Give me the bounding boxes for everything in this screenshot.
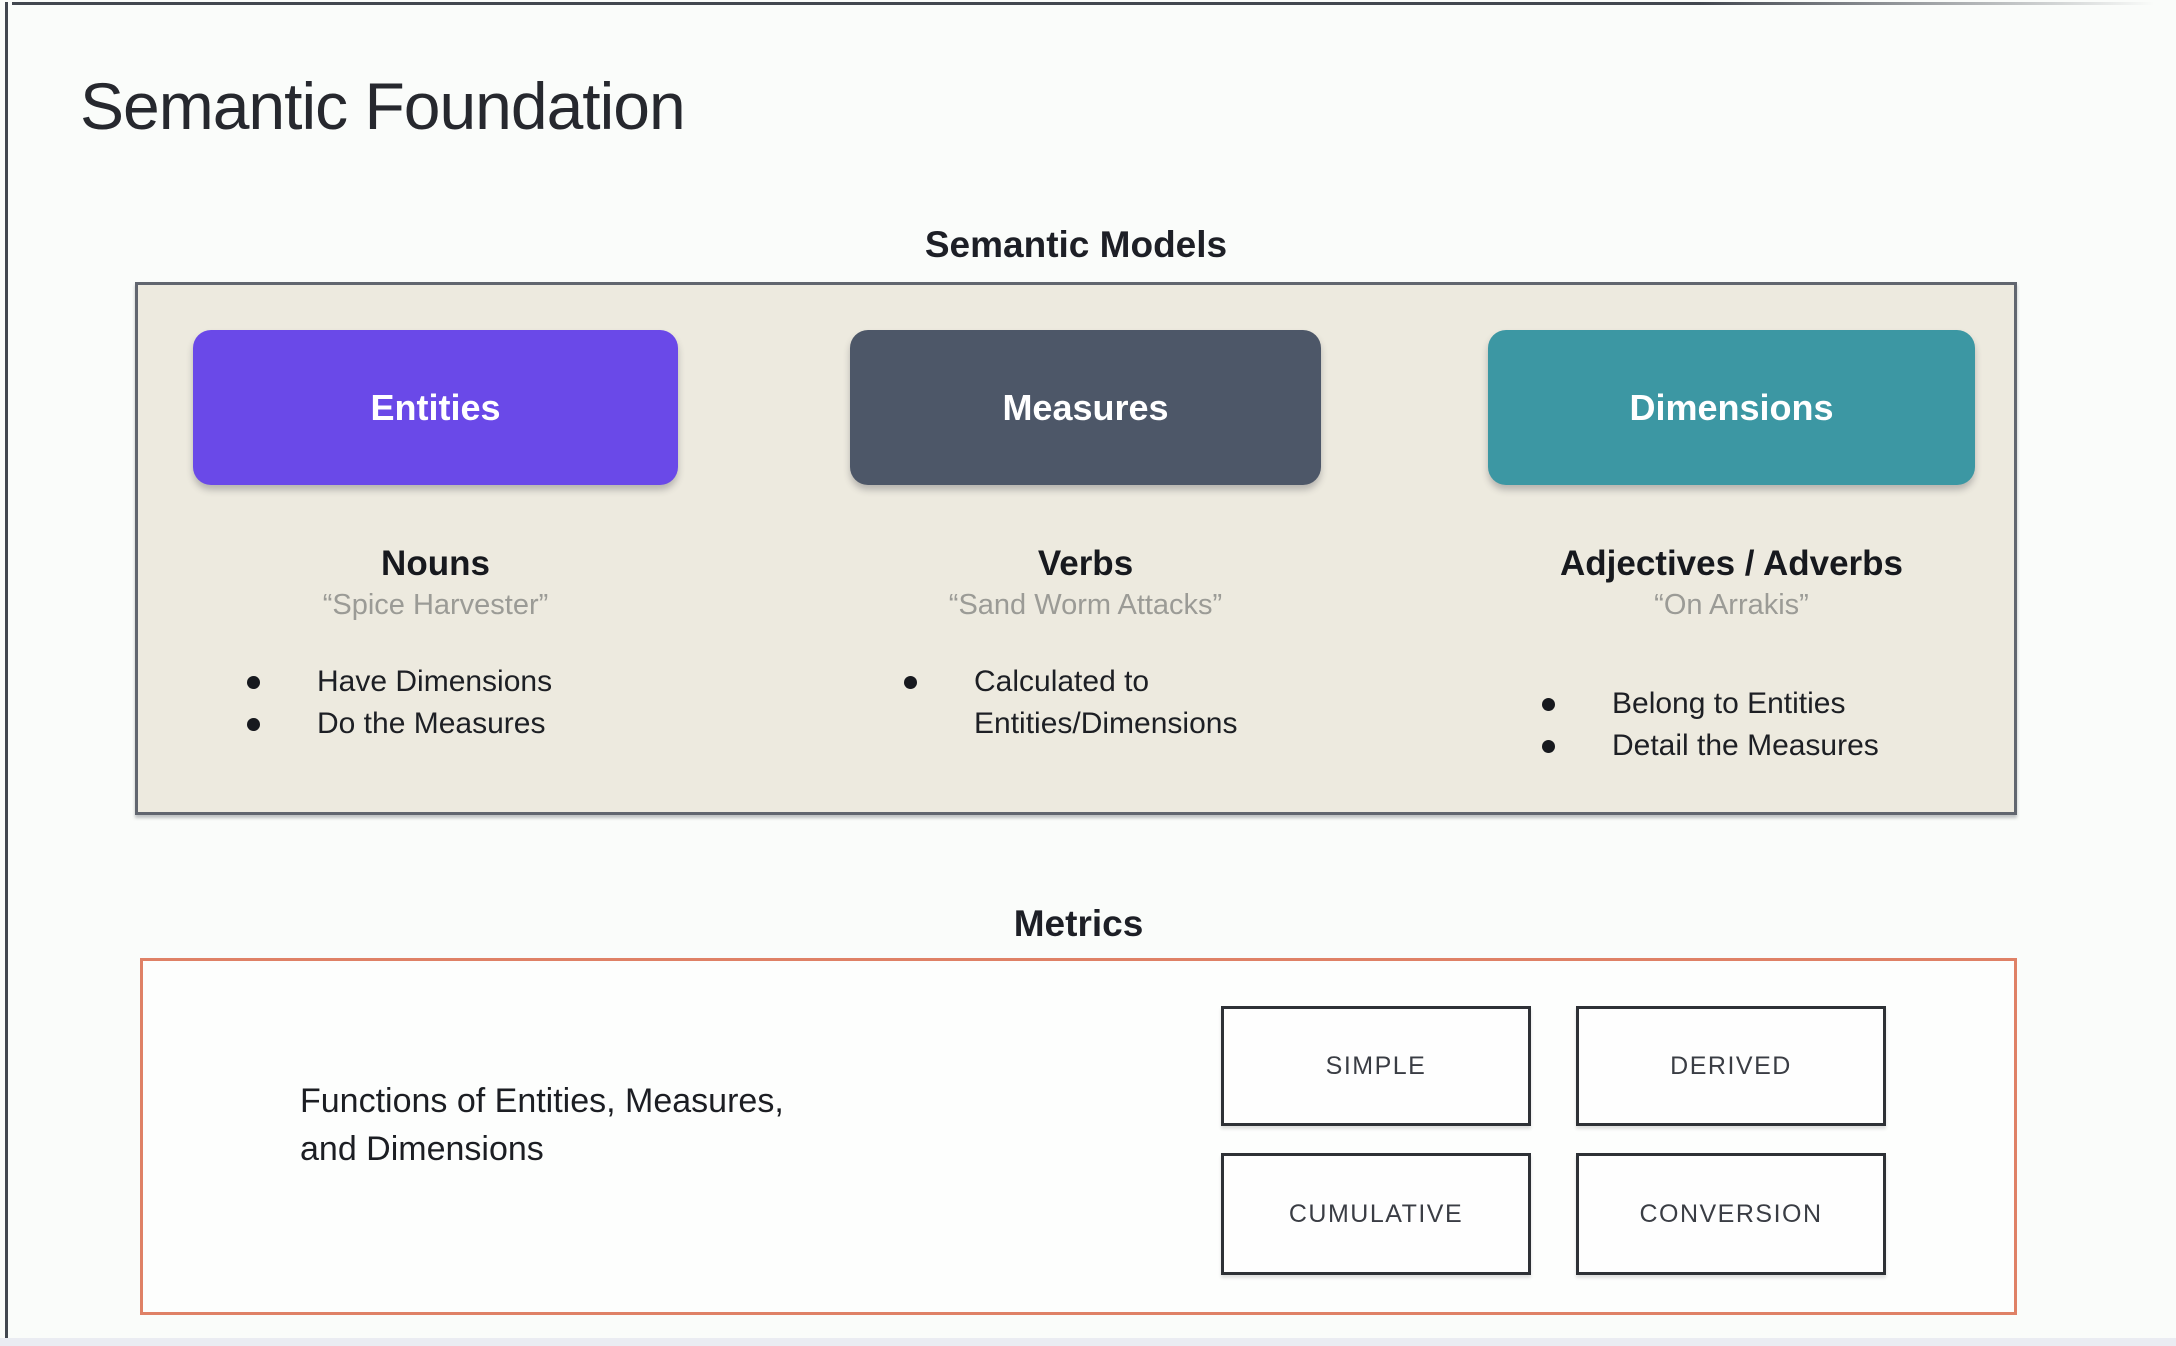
frame-left-border (5, 2, 8, 1346)
metrics-description: Functions of Entities, Measures, and Dim… (300, 1082, 784, 1169)
metric-type-conversion: CONVERSION (1576, 1153, 1886, 1275)
measures-bullet-list: Calculated to Entities/Dimensions (898, 661, 1321, 745)
dimensions-part-of-speech: Adjectives / Adverbs (1559, 544, 1903, 583)
measures-card: Measures (850, 330, 1321, 485)
dimensions-column: Dimensions Adjectives / Adverbs “On Arra… (1488, 330, 1975, 767)
frame-bottom-strip (0, 1338, 2176, 1346)
entities-column: Entities Nouns “Spice Harvester” Have Di… (193, 330, 678, 745)
entities-example-quote: “Spice Harvester” (322, 589, 549, 621)
metric-type-simple: SIMPLE (1221, 1006, 1531, 1126)
metric-type-grid: SIMPLE DERIVED CUMULATIVE CONVERSION (1221, 1006, 1886, 1275)
metric-type-cumulative: CUMULATIVE (1221, 1153, 1531, 1275)
entities-part-of-speech: Nouns (381, 544, 490, 583)
bullet-item: Belong to Entities (1536, 683, 1975, 725)
measures-part-of-speech: Verbs (1037, 544, 1134, 583)
frame-top-border (12, 2, 2176, 5)
dimensions-bullet-list: Belong to Entities Detail the Measures (1536, 683, 1975, 767)
measures-example-quote: “Sand Worm Attacks” (948, 589, 1223, 621)
page-title: Semantic Foundation (80, 69, 686, 143)
bullet-item: Have Dimensions (241, 661, 678, 703)
measures-column: Measures Verbs “Sand Worm Attacks” Calcu… (850, 330, 1321, 745)
bullet-item: Do the Measures (241, 703, 678, 745)
bullet-item: Detail the Measures (1536, 725, 1975, 767)
metrics-heading: Metrics (1013, 903, 1144, 944)
entities-bullet-list: Have Dimensions Do the Measures (241, 661, 678, 745)
metric-type-derived: DERIVED (1576, 1006, 1886, 1126)
semantic-models-heading: Semantic Models (924, 224, 1228, 265)
entities-card: Entities (193, 330, 678, 485)
dimensions-card: Dimensions (1488, 330, 1975, 485)
dimensions-example-quote: “On Arrakis” (1654, 589, 1809, 621)
metrics-panel: Functions of Entities, Measures, and Dim… (140, 958, 2017, 1315)
bullet-item: Calculated to Entities/Dimensions (898, 661, 1319, 745)
